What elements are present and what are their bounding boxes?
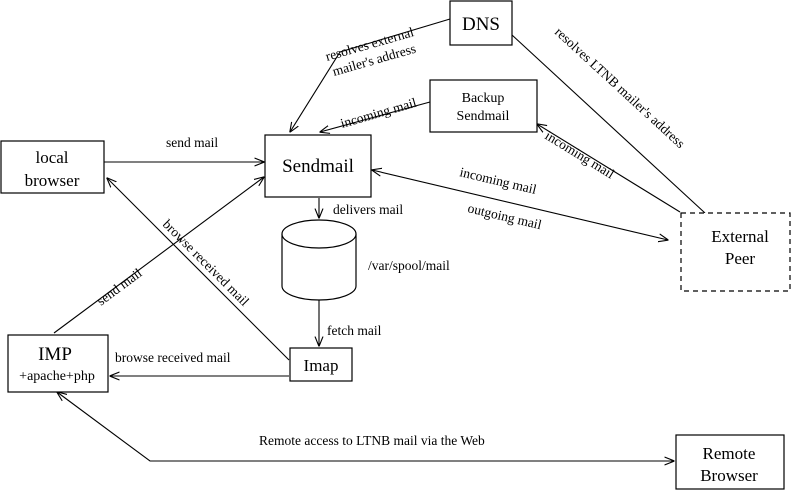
edge-imp-to-sendmail: [53, 177, 264, 334]
fetch-label: fetch mail: [327, 323, 382, 338]
sendmail-label: Sendmail: [282, 156, 354, 177]
backup-sendmail-label-1: Backup: [462, 91, 505, 106]
dns-label: DNS: [462, 14, 500, 35]
imap-to-imp-label: browse received mail: [115, 350, 231, 365]
local-browser-node: local browser: [0, 140, 105, 194]
backup-sendmail-label-2: Sendmail: [457, 109, 510, 124]
edge-dns-to-external-peer: [511, 34, 706, 214]
imp-label-2: +apache+php: [19, 369, 95, 384]
imp-send-label: send mail: [94, 265, 145, 308]
edge-backup-to-sendmail: [320, 101, 431, 132]
local-browser-label-2: browser: [25, 171, 80, 190]
remote-browser-node: Remote Browser: [675, 434, 785, 490]
edge-sendmail-external-peer: [372, 170, 668, 240]
imap-label: Imap: [304, 356, 339, 375]
imap-to-local-label: browse received mail: [160, 217, 252, 309]
peer-to-backup-label: incoming mail: [542, 128, 617, 182]
peer-out-label: outgoing mail: [466, 200, 543, 232]
peer-in-label: incoming mail: [458, 164, 538, 197]
external-peer-label-2: Peer: [725, 249, 756, 268]
dns-node: DNS: [449, 0, 513, 46]
edge-dns-to-sendmail: [290, 18, 451, 132]
remote-browser-label-2: Browser: [700, 466, 758, 485]
sendmail-node: Sendmail: [264, 134, 372, 198]
remote-browser-label-1: Remote: [703, 444, 756, 463]
external-peer-node: External Peer: [680, 212, 791, 292]
local-browser-label-1: local: [35, 148, 68, 167]
imp-node: IMP +apache+php: [7, 334, 109, 393]
external-peer-label-1: External: [711, 227, 769, 246]
imp-label-1: IMP: [38, 344, 72, 365]
spool-label: /var/spool/mail: [368, 258, 450, 273]
edge-imp-remote-browser: [57, 392, 674, 461]
backup-sendmail-node: Backup Sendmail: [429, 79, 538, 133]
backup-to-sendmail-label: incoming mail: [339, 95, 419, 131]
local-to-sendmail-label: send mail: [166, 135, 218, 150]
edge-imap-to-local-browser: [107, 178, 290, 361]
remote-access-label: Remote access to LTNB mail via the Web: [259, 433, 485, 448]
imap-node: Imap: [289, 347, 353, 382]
dns-to-peer-label: resolves LTNB mailer's address: [552, 24, 688, 151]
spool-cylinder-node: /var/spool/mail: [281, 219, 450, 301]
delivers-label: delivers mail: [333, 202, 403, 217]
